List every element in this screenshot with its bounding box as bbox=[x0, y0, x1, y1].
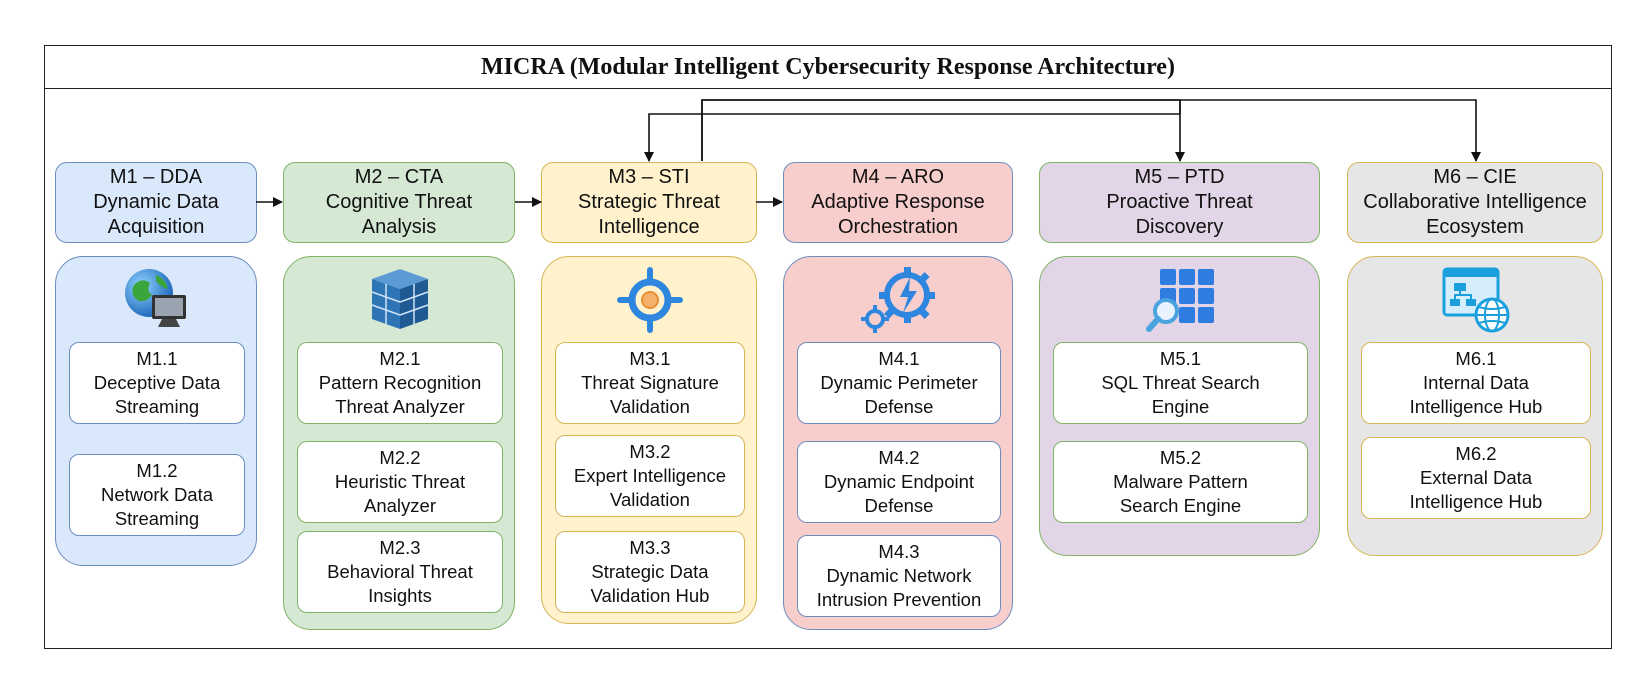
crosshair-target-icon bbox=[615, 265, 685, 340]
module-header-line: Adaptive Response bbox=[811, 191, 985, 213]
submodule-line: Heuristic Threat bbox=[334, 471, 466, 492]
module-header-line: M6 – CIE bbox=[1433, 166, 1517, 188]
submodule-line: Intelligence Hub bbox=[1409, 396, 1543, 417]
submodule-line: M6.1 bbox=[1455, 348, 1497, 369]
module-header-line: Collaborative Intelligence bbox=[1363, 191, 1587, 213]
submodule-line: M6.2 bbox=[1455, 443, 1497, 464]
globe-computer-icon bbox=[122, 265, 192, 340]
module-header-line: Orchestration bbox=[837, 216, 959, 238]
submodule-line: Defense bbox=[864, 396, 934, 417]
module-header-line: Ecosystem bbox=[1426, 216, 1524, 238]
submodule-line: Behavioral Threat bbox=[327, 561, 473, 582]
module-header-line: Cognitive Threat bbox=[325, 191, 473, 213]
submodule-line: Streaming bbox=[114, 508, 200, 529]
module-header-line: M5 – PTD bbox=[1134, 166, 1225, 188]
diagram-title: MICRA (Modular Intelligent Cybersecurity… bbox=[481, 53, 1175, 80]
module-header-line: Strategic Threat bbox=[578, 191, 720, 213]
module-header-line: M4 – ARO bbox=[851, 166, 945, 188]
submodule-line: M5.1 bbox=[1159, 348, 1202, 369]
submodule-line: External Data bbox=[1419, 467, 1533, 488]
module-header-line: Acquisition bbox=[107, 216, 205, 238]
submodule-line: M2.2 bbox=[379, 447, 421, 468]
stacked-cubes-icon bbox=[368, 265, 432, 340]
submodule-line: M4.3 bbox=[878, 541, 920, 562]
module-header-line: Analysis bbox=[361, 216, 437, 238]
submodule-line: Threat Analyzer bbox=[335, 396, 465, 417]
submodule-line: Engine bbox=[1151, 396, 1210, 417]
submodule-line: Streaming bbox=[114, 396, 200, 417]
submodule-line: Validation bbox=[610, 396, 690, 417]
submodule-line: M5.2 bbox=[1159, 447, 1202, 468]
grid-search-icon bbox=[1145, 265, 1216, 340]
submodule-line: Pattern Recognition bbox=[318, 372, 482, 393]
submodule-line: Internal Data bbox=[1423, 372, 1529, 393]
module-header-line: Intelligence bbox=[598, 216, 700, 238]
submodule-line: Malware Pattern bbox=[1113, 471, 1248, 492]
gears-lightning-icon bbox=[859, 265, 939, 340]
module-header-line: M3 – STI bbox=[608, 166, 690, 188]
submodule-line: Strategic Data bbox=[591, 561, 709, 582]
submodule-line: M1.1 bbox=[136, 348, 178, 369]
submodule-line: Analyzer bbox=[364, 495, 436, 516]
submodule-line: Insights bbox=[368, 585, 432, 606]
submodule-line: M2.3 bbox=[379, 537, 421, 558]
submodule-line: Defense bbox=[864, 495, 934, 516]
submodule-line: M4.2 bbox=[878, 447, 920, 468]
submodule-line: Deceptive Data bbox=[93, 372, 221, 393]
submodule-line: M1.2 bbox=[136, 460, 178, 481]
submodule-line: Search Engine bbox=[1119, 495, 1242, 516]
submodule-line: Expert Intelligence bbox=[573, 465, 727, 486]
module-header-line: Proactive Threat bbox=[1106, 191, 1253, 213]
submodule-line: Validation Hub bbox=[590, 585, 710, 606]
module-header-line: M1 – DDA bbox=[109, 166, 203, 188]
submodule-line: Intrusion Prevention bbox=[816, 589, 982, 610]
submodule-line: Dynamic Endpoint bbox=[823, 471, 975, 492]
submodule-line: Network Data bbox=[100, 484, 214, 505]
submodule-line: M2.1 bbox=[379, 348, 421, 369]
submodule-line: Dynamic Perimeter bbox=[820, 372, 978, 393]
submodule-line: Intelligence Hub bbox=[1409, 491, 1543, 512]
submodule-line: SQL Threat Search bbox=[1101, 372, 1260, 393]
submodule-line: Validation bbox=[610, 489, 690, 510]
diagram-frame: MICRA (Modular Intelligent Cybersecurity… bbox=[44, 45, 1612, 649]
submodule-line: M3.1 bbox=[629, 348, 671, 369]
submodule-line: Dynamic Network bbox=[826, 565, 972, 586]
submodule-line: M3.3 bbox=[629, 537, 671, 558]
submodule-line: M4.1 bbox=[878, 348, 920, 369]
network-globe-icon bbox=[1440, 265, 1512, 340]
title-bar: MICRA (Modular Intelligent Cybersecurity… bbox=[45, 46, 1611, 89]
module-header-line: Dynamic Data bbox=[93, 191, 219, 213]
module-header-line: Discovery bbox=[1135, 216, 1224, 238]
module-header-line: M2 – CTA bbox=[354, 166, 444, 188]
submodule-line: Threat Signature bbox=[581, 372, 719, 393]
submodule-line: M3.2 bbox=[629, 441, 671, 462]
